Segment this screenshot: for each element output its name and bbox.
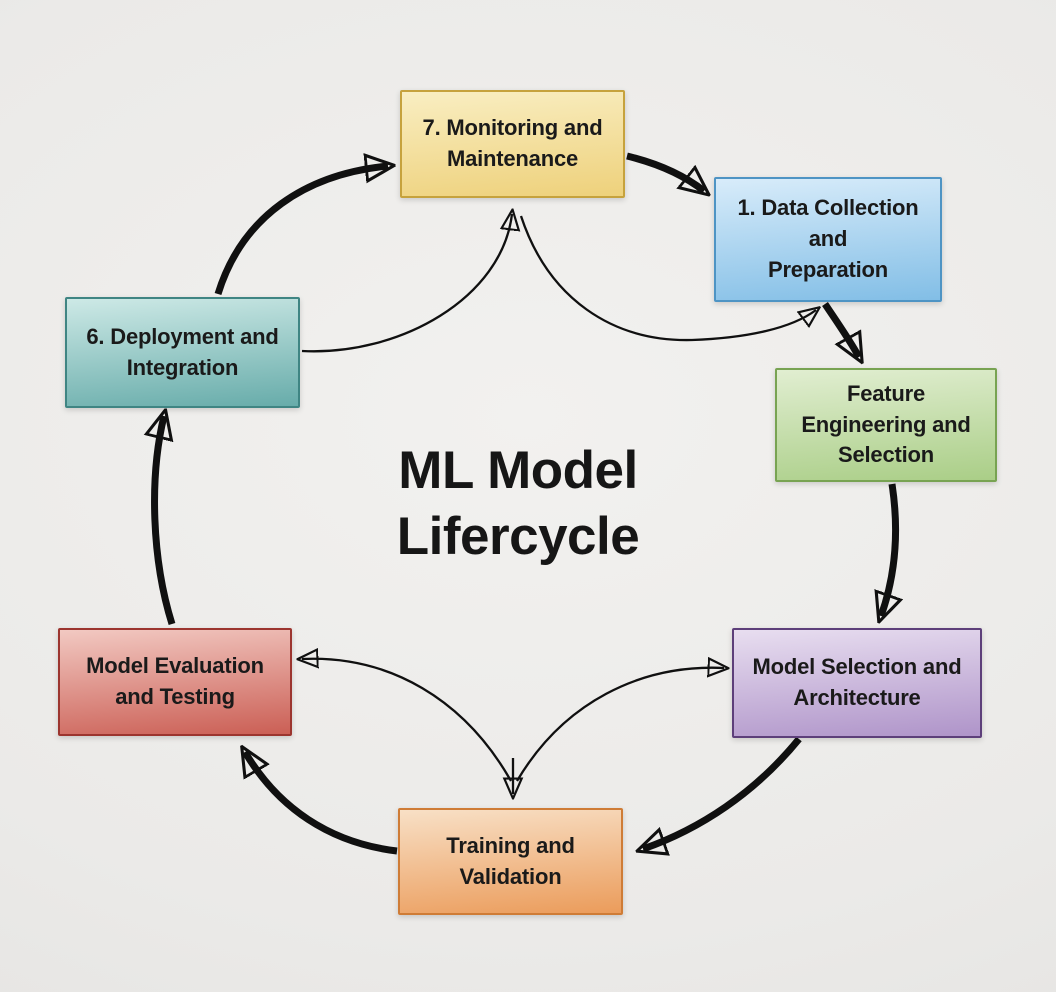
arrow-thin-to-model-selection <box>516 668 724 782</box>
arrow-evaluation-to-deployment <box>155 416 176 626</box>
node-deployment-and-integration: 6. Deployment and Integration <box>65 297 300 408</box>
arrow-thin-monitoring-to-data-collection <box>519 215 816 342</box>
arrow-data-collection-to-feature-engineering <box>822 302 859 357</box>
node-model-evaluation-and-testing: Model Evaluation and Testing <box>58 628 292 736</box>
node-training-and-validation: Training and Validation <box>398 808 623 915</box>
arrow-feature-engineering-to-model-selection <box>881 483 896 616</box>
arrow-model-selection-to-training <box>643 736 802 849</box>
arrow-training-to-evaluation <box>245 752 398 855</box>
node-feature-engineering-and-selection: Feature Engineering and Selection <box>775 368 997 482</box>
arrow-deployment-to-monitoring <box>214 166 388 296</box>
arrow-thin-deployment-to-monitoring <box>301 214 512 353</box>
node-data-collection-and-preparation: 1. Data Collection and Preparation <box>714 177 942 302</box>
diagram-title: ML Model Lifercycle <box>396 441 640 566</box>
node-model-selection-and-architecture: Model Selection and Architecture <box>732 628 982 738</box>
arrow-monitoring-to-data-collection <box>626 152 704 191</box>
arrow-thin-to-evaluation <box>302 659 512 782</box>
node-monitoring-and-maintenance: 7. Monitoring and Maintenance <box>400 90 625 198</box>
